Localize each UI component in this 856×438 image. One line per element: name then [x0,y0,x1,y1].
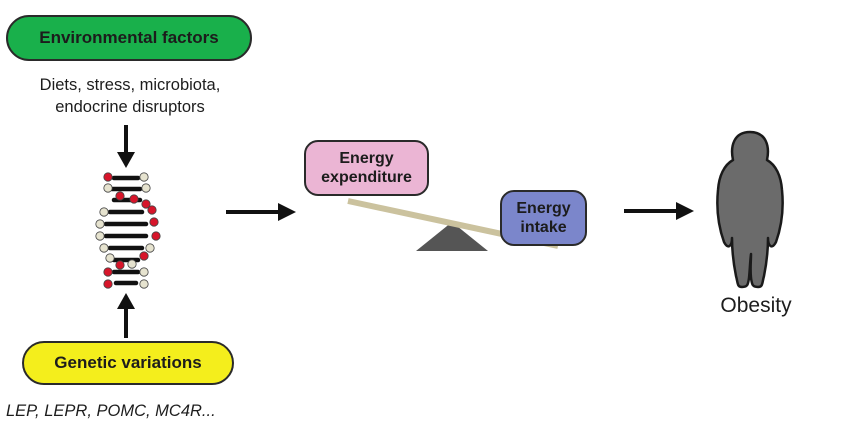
env-desc-line1: Diets, stress, microbiota, [39,76,221,94]
arrow-balance-to-obesity [624,202,694,220]
genetic-variations-pill: Genetic variations [22,341,234,385]
genetic-variations-genes: LEP, LEPR, POMC, MC4R... [6,402,216,420]
energy-intake-box: Energy intake [500,190,587,246]
genetic-variations-label: Genetic variations [54,353,202,372]
person-silhouette-icon [716,130,784,289]
obesity-label: Obesity [720,294,792,317]
arrow-env-to-dna [117,125,135,168]
energy-expenditure-box: Energy expenditure [304,140,429,196]
environmental-factors-label: Environmental factors [39,28,219,47]
expenditure-line1: Energy [339,150,394,167]
environmental-factors-description: Diets, stress, microbiota, endocrine dis… [0,74,260,118]
expenditure-line2: expenditure [321,169,412,186]
dna-helix-icon [95,172,161,289]
intake-line1: Energy [516,200,571,217]
arrow-genetic-to-dna [117,293,135,338]
arrow-dna-to-balance [226,203,296,221]
env-desc-line2: endocrine disruptors [55,98,205,116]
environmental-factors-pill: Environmental factors [6,15,252,61]
intake-line2: intake [520,219,567,236]
